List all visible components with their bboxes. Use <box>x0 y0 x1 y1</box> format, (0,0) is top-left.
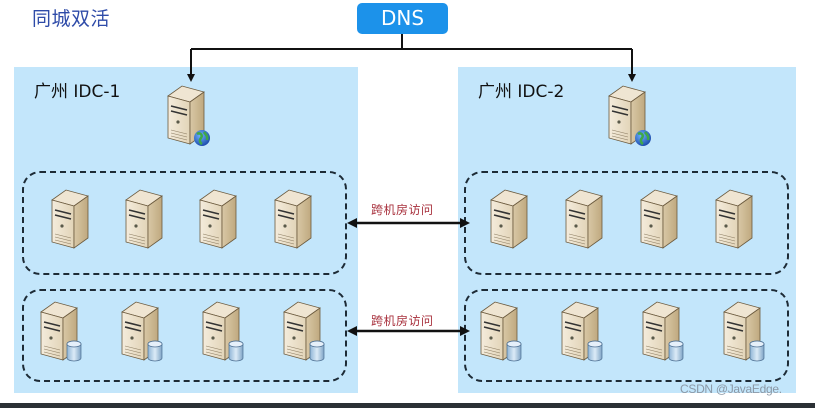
footer-bar <box>0 403 815 408</box>
database-server-icon <box>723 301 765 362</box>
web-server-icon <box>167 85 212 148</box>
datacenter-label: 广州 IDC-2 <box>478 82 565 102</box>
datacenter-label: 广州 IDC-1 <box>34 82 121 102</box>
database-server-icon <box>40 301 82 362</box>
web-server-icon <box>608 85 653 148</box>
server-icon <box>640 189 678 249</box>
watermark: CSDN @JavaEdge. <box>680 382 782 396</box>
database-server-icon <box>283 301 325 362</box>
server-icon <box>125 189 163 249</box>
diagram-title: 同城双活 <box>32 8 111 30</box>
database-server-icon <box>561 301 603 362</box>
database-server-icon <box>121 301 163 362</box>
server-icon <box>274 189 312 249</box>
server-icon <box>199 189 237 249</box>
server-icon <box>565 189 603 249</box>
database-server-icon <box>642 301 684 362</box>
database-server-icon <box>480 301 522 362</box>
app-server-group <box>22 171 347 275</box>
cross-dc-label-db: 跨机房访问 <box>371 314 434 328</box>
cross-dc-label-app: 跨机房访问 <box>371 203 434 217</box>
database-server-icon <box>202 301 244 362</box>
server-icon <box>490 189 528 249</box>
server-icon <box>51 189 89 249</box>
server-icon <box>715 189 753 249</box>
db-server-group <box>22 289 347 382</box>
dns-node: DNS <box>357 3 448 34</box>
